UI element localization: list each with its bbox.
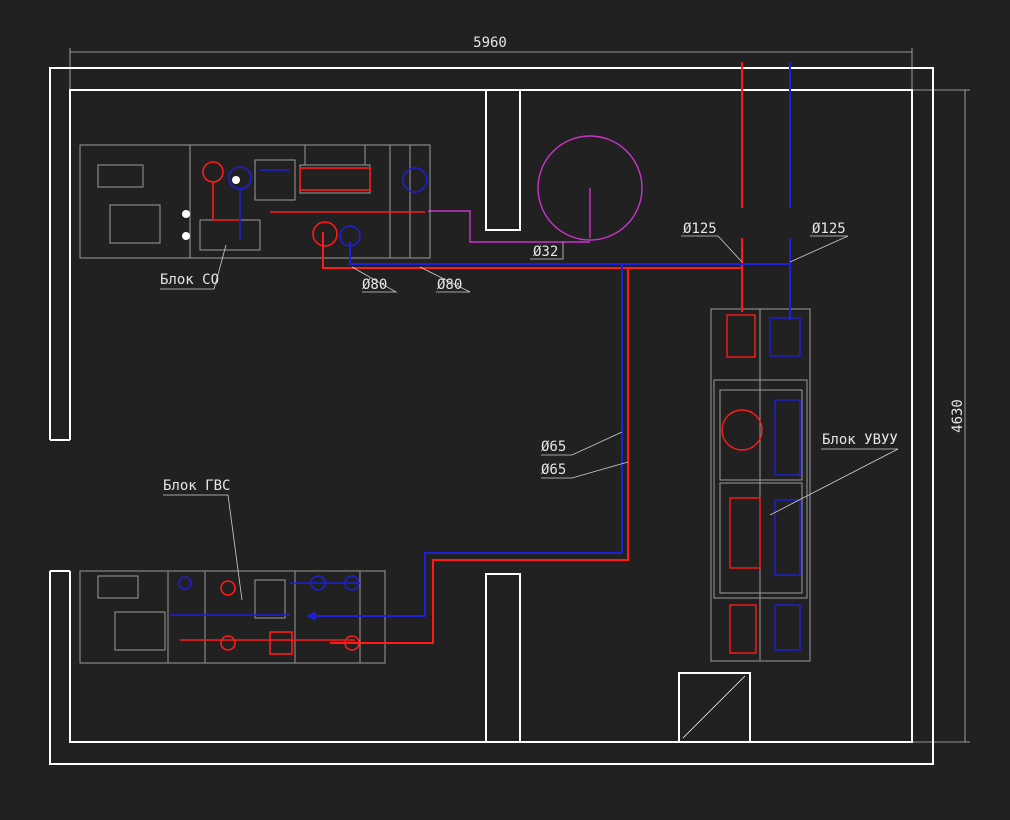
label-pipe-d65-supply: Ø65: [541, 439, 566, 455]
label-pipe-d125-supply: Ø125: [683, 221, 717, 237]
block-gvs-supply: [180, 580, 360, 655]
supply-pipeline: [322, 62, 743, 644]
leader-lines: [160, 235, 899, 601]
return-flow-arrow: [306, 611, 316, 621]
block-co-supply: [202, 161, 425, 247]
block-uvuu-return: [769, 317, 801, 651]
label-pipe-d65-return: Ø65: [541, 462, 566, 478]
label-block-uvuu: Блок УВУУ: [822, 432, 898, 448]
door-swing: [682, 675, 746, 739]
block-uvuu-supply: [721, 314, 763, 654]
expansion-tank: [428, 135, 643, 243]
width-dimension: 5960: [473, 35, 507, 51]
block-uvuu-equipment: [710, 308, 811, 662]
return-pipeline: [312, 62, 791, 617]
block-co-valves: [182, 176, 240, 240]
label-pipe-d80-supply: Ø80: [362, 277, 387, 293]
block-co-return: [228, 166, 428, 247]
label-pipe-d125-return: Ø125: [812, 221, 846, 237]
dimension-lines: [69, 48, 970, 743]
label-block-gvs: Блок ГВС: [163, 478, 230, 494]
block-co-equipment: [79, 144, 431, 259]
block-gvs-return: [170, 575, 360, 616]
room-walls: [49, 67, 934, 765]
label-block-co: Блок СО: [160, 272, 219, 288]
label-pipe-d80-return: Ø80: [437, 277, 462, 293]
height-dimension: 4630: [950, 399, 966, 433]
label-pipe-d32: Ø32: [533, 244, 558, 260]
